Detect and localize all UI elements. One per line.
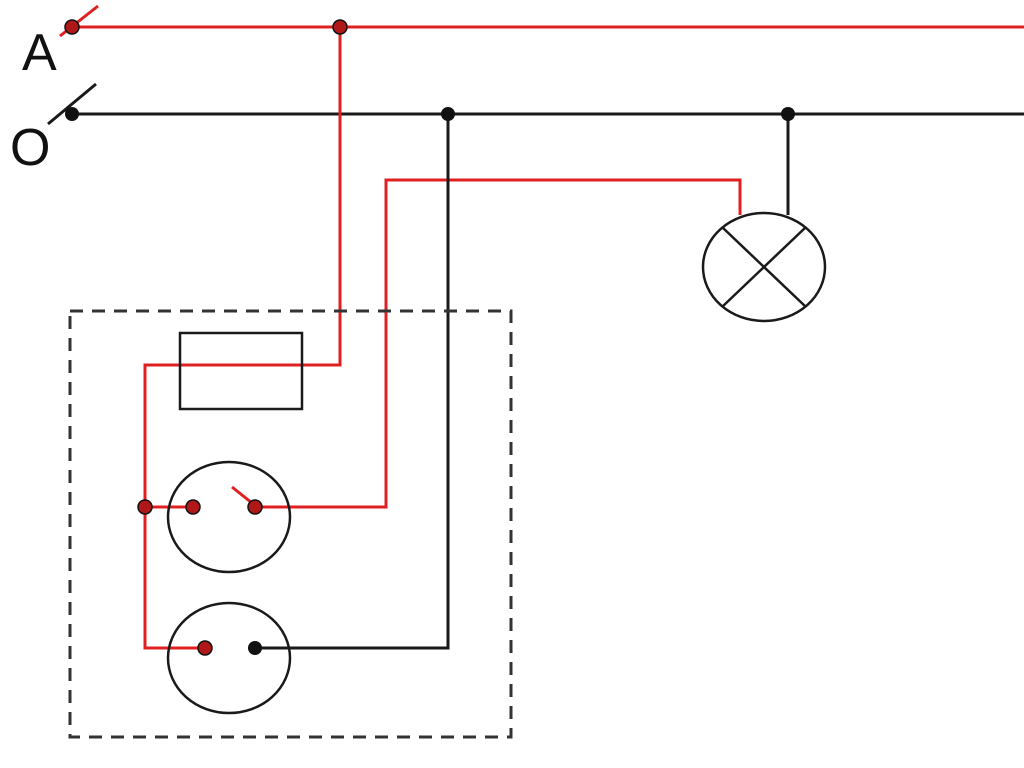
fuse-symbol <box>178 331 304 411</box>
phase-drop-wire <box>143 27 342 650</box>
switch-left-pin <box>185 499 201 515</box>
panel-enclosure <box>68 309 513 739</box>
lamp-symbol <box>701 211 827 323</box>
lamp-junction-node <box>781 107 795 121</box>
socket-neutral-wire <box>255 114 450 650</box>
neutral-switch-lever <box>47 82 97 126</box>
neutral-label: O <box>10 119 50 177</box>
lamp-feed-wire <box>255 178 742 509</box>
socket-symbol <box>166 601 292 715</box>
socket-right-pin <box>248 641 262 655</box>
socket-left-pin <box>197 640 213 656</box>
phase-junction-node <box>332 19 348 35</box>
phase-label: A <box>22 24 57 82</box>
switch-right-pin <box>247 499 263 515</box>
neutral-terminal-node <box>65 107 79 121</box>
neutral-junction-node <box>441 107 455 121</box>
switch-symbol <box>166 460 292 574</box>
switch-branch-node <box>137 499 153 515</box>
phase-terminal-node <box>64 19 80 35</box>
